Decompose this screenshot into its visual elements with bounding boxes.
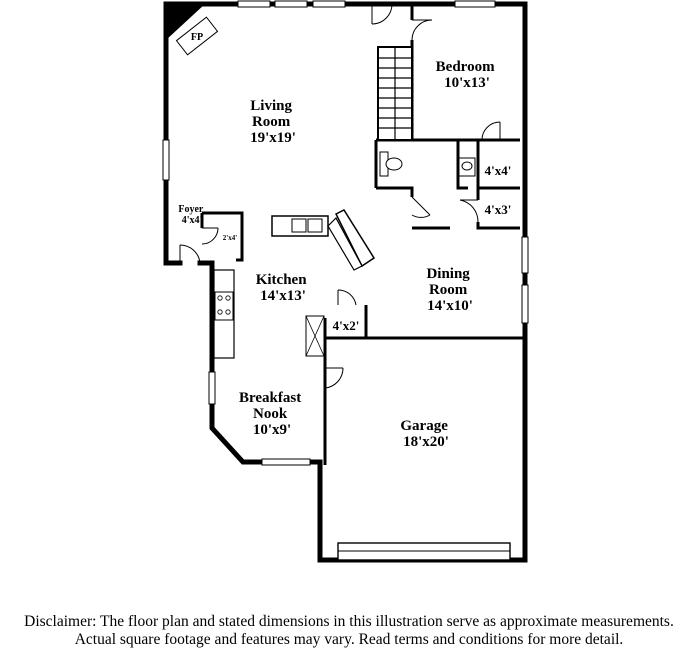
doors [179, 3, 501, 389]
bedroom-label: Bedroom 10'x13' [436, 59, 499, 91]
kitchen-fixtures [213, 209, 376, 359]
closet-size-label: 4'x3' [485, 202, 512, 217]
staircase [377, 46, 413, 141]
fireplace-label: FP [191, 32, 203, 43]
disclaimer-line-2: Actual square footage and features may v… [74, 631, 624, 648]
foyer-label: Foyer 4'x4' [178, 204, 205, 226]
kitchen-label: Kitchen 14'x13' [256, 272, 311, 304]
garage-label: Garage 18'x20' [400, 418, 451, 450]
dining-room-label: Dining Room 14'x10' [426, 266, 473, 314]
fireplace: FP [175, 16, 219, 56]
foyer-closet-label: 2'x4' [223, 234, 237, 242]
pantry-label: 4'x2' [333, 318, 360, 333]
bath-fixtures [379, 151, 476, 177]
floor-plan: FP Living Room 19'x19' Bedroom 10'x13' 4… [162, 0, 529, 563]
interior-walls [200, 4, 525, 465]
disclaimer-line-1: Disclaimer: The floor plan and stated di… [24, 613, 674, 630]
bath-size-label: 4'x4' [485, 163, 512, 178]
living-room-label: Living Room 19'x19' [250, 98, 296, 146]
breakfast-nook-label: Breakfast Nook 10'x9' [239, 390, 305, 438]
fireplace-shape [166, 4, 205, 40]
